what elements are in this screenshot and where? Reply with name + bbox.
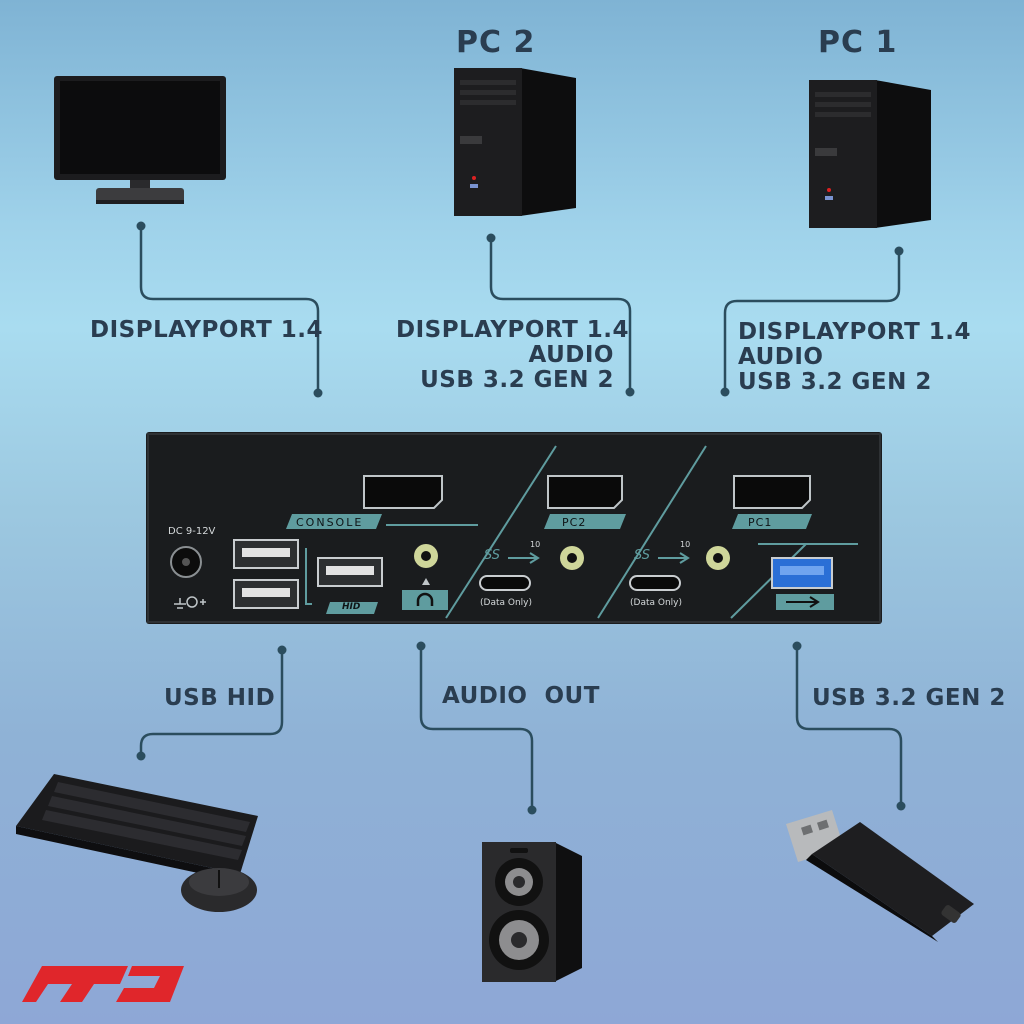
hid-port-label: HID [342, 602, 361, 612]
pc1-superspeed-rate: 10 [680, 540, 691, 549]
usb-line-top-dot [792, 641, 802, 651]
pc2-usbc-data-only-label: (Data Only) [480, 598, 532, 608]
kvm-panel-drawing [146, 432, 882, 624]
monitor-line-top-dot [136, 221, 146, 231]
monitor-link-label: DISPLAYPORT 1.4 [90, 317, 324, 343]
monitor-line-bottom-dot [313, 388, 323, 398]
pc2-superspeed-label: SS [484, 548, 501, 563]
usb-hid-label: USB HID [164, 685, 276, 711]
pc1-title: PC 1 [818, 25, 898, 60]
pc1-port-label: PC1 [748, 516, 773, 529]
pc2-superspeed-rate: 10 [530, 540, 541, 549]
usb-line-bottom-dot [896, 801, 906, 811]
pc1-connector-line [723, 251, 901, 392]
usb-connector-line [795, 646, 903, 806]
pc1-line-top-dot [894, 246, 904, 256]
console-port-label: CONSOLE [296, 516, 364, 529]
pc1-line-bottom-dot [720, 387, 730, 397]
monitor-connector-line [139, 226, 320, 393]
speaker-icon [482, 842, 582, 982]
audio-connector-line [419, 646, 534, 810]
pc2-tower-icon [454, 68, 576, 216]
pc1-usbc-data-only-label: (Data Only) [630, 598, 682, 608]
pc2-port-label: PC2 [562, 516, 587, 529]
usb-flash-drive-icon [786, 810, 974, 942]
pc2-line-bottom-dot [625, 387, 635, 397]
dp-console-port [363, 475, 443, 509]
pc1-superspeed-label: SS [634, 548, 651, 563]
audio-line-bottom-dot [527, 805, 537, 815]
usb32-label: USB 3.2 GEN 2 [812, 685, 1006, 711]
hid-connector-line [139, 650, 284, 756]
kvm-back-panel: DC 9-12V CONSOLE PC2 PC1 HID SS 10 (Data… [146, 432, 882, 624]
dc-voltage-label: DC 9-12V [168, 526, 216, 537]
pc2-connector-line [489, 238, 632, 392]
monitor-icon [54, 76, 226, 204]
brand-logo [22, 966, 184, 1002]
pc2-line-top-dot [486, 233, 496, 243]
hid-line-top-dot [277, 645, 287, 655]
pc2-link-label: DISPLAYPORT 1.4 AUDIO USB 3.2 GEN 2 [396, 317, 630, 393]
audio-out-label: AUDIO OUT [442, 683, 600, 709]
pc2-title: PC 2 [456, 25, 536, 60]
pc1-tower-icon [809, 80, 931, 228]
hid-line-bottom-dot [136, 751, 146, 761]
audio-line-top-dot [416, 641, 426, 651]
keyboard-mouse-icon [16, 774, 258, 912]
pc1-link-label: DISPLAYPORT 1.4 AUDIO USB 3.2 GEN 2 [738, 319, 972, 395]
